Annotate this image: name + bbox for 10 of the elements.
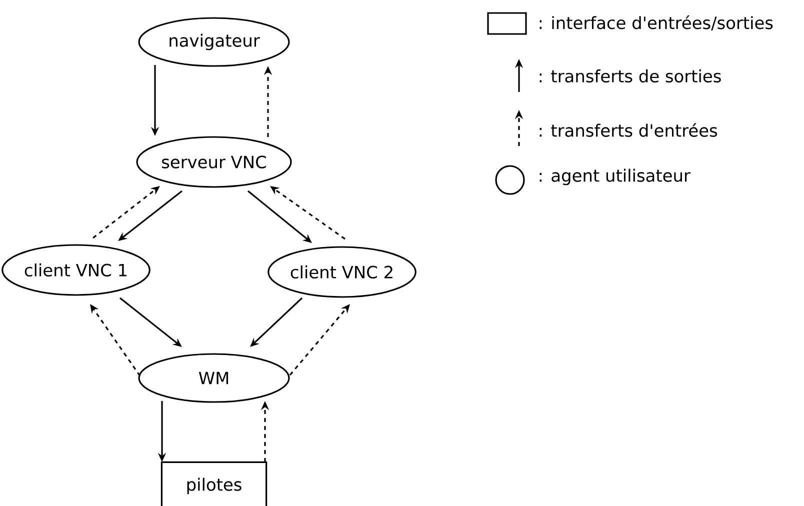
legend-text: : agent utilisateur	[540, 168, 690, 186]
ellipse-node: navigateur	[138, 17, 290, 67]
legend-text: : transferts de sorties	[540, 69, 721, 83]
ellipse-node: serveur VNC	[136, 136, 292, 188]
ellipse-node: client VNC 2	[268, 246, 416, 298]
legend-text: : transferts d'entrées	[540, 123, 718, 137]
legend-text: : interface d'entrées/sorties	[540, 15, 773, 31]
ellipse-node: WM	[138, 353, 290, 403]
open-box: pilotes	[160, 461, 268, 506]
ellipse-node: client VNC 1	[2, 244, 150, 296]
